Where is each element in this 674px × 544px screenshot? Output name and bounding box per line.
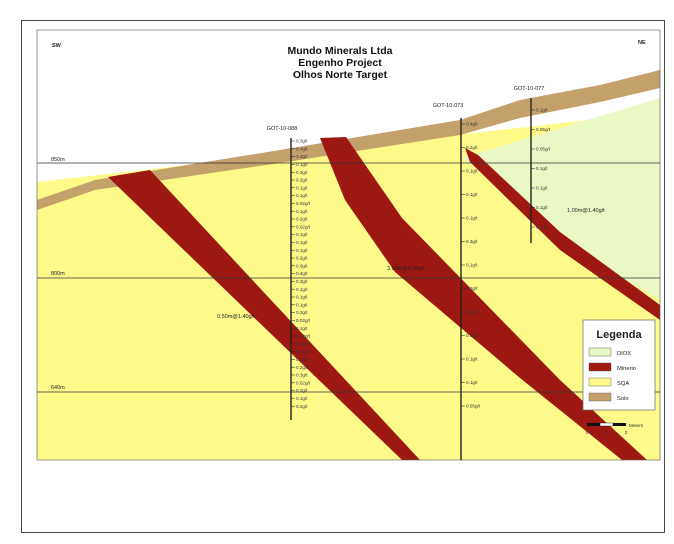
ore-body-2 xyxy=(320,137,647,460)
assay-label: 0.1g/t xyxy=(466,216,478,221)
svg-text:Solo: Solo xyxy=(617,396,629,402)
intercept-label: 3.00m@0.00g/t xyxy=(387,266,425,272)
assay-label: 0.1g/t xyxy=(536,205,548,210)
assay-label: 0.02g/t xyxy=(296,380,311,385)
svg-text:SQA: SQA xyxy=(617,381,629,387)
drill-hole-label: GOT-10-073 xyxy=(433,103,464,109)
scale-unit: Meters xyxy=(629,423,644,428)
assay-label: 0.2g/t xyxy=(466,286,478,291)
intercept-label: 0.50m@1.40g/t xyxy=(217,314,255,320)
assay-label: 0.1g/t xyxy=(296,326,308,331)
svg-text:1: 1 xyxy=(605,430,608,435)
assay-label: 0.2g/t xyxy=(296,217,308,222)
assay-label: 0.1g/t xyxy=(296,240,308,245)
assay-label: 0.1g/t xyxy=(296,295,308,300)
title-line2: Engenho Project xyxy=(298,57,382,69)
assay-label: 0.2g/t xyxy=(296,178,308,183)
assay-label: 0.3g/t xyxy=(296,373,308,378)
assay-label: 0.3g/t xyxy=(296,263,308,268)
legend-item-sqa: SQA xyxy=(588,377,629,387)
assay-label: 0.1g/t xyxy=(466,380,478,385)
assay-label: 0.3g/t xyxy=(296,279,308,284)
assay-label: 0.3g/t xyxy=(296,170,308,175)
assay-label: 0.02g/t xyxy=(296,201,311,206)
assay-label: 0.05g/t xyxy=(466,404,481,409)
legend-item-solo: Solo xyxy=(588,392,629,402)
assay-label: 0.1g/t xyxy=(296,185,308,190)
assay-label: 0.1g/t xyxy=(296,248,308,253)
assay-label: 0.1g/t xyxy=(466,310,478,315)
assay-label: 0.1g/t xyxy=(296,302,308,307)
diox-unit xyxy=(462,98,660,300)
assay-label: 0.4g/t xyxy=(466,122,478,127)
svg-text:2: 2 xyxy=(625,430,628,435)
assay-label: 0.2g/t xyxy=(466,145,478,150)
sqa-unit xyxy=(37,112,660,460)
solo-unit xyxy=(37,70,660,210)
assay-label: 0.2g/t xyxy=(296,388,308,393)
intercept-label: 1.00m@1.40g/t xyxy=(567,208,605,214)
assay-label: 0.1g/t xyxy=(466,192,478,197)
elevation-label-850: 850m xyxy=(51,157,65,163)
assay-label: 0.2g/t xyxy=(296,404,308,409)
assay-label: 0.1g/t xyxy=(536,108,548,113)
section-border xyxy=(36,29,661,461)
assay-label: 0.3g/t xyxy=(536,225,548,230)
assay-label: 0.1g/t xyxy=(466,169,478,174)
drill-hole-got-10-073: GOT-10-073 0.4g/t 0.2g/t 0.1g/t 0.1g/t 0.1g/… xyxy=(433,103,481,460)
assay-label: 0.02g/t xyxy=(296,341,311,346)
legend-item-diox: DIOX xyxy=(588,347,631,357)
assay-label: 0.1g/t xyxy=(296,287,308,292)
assay-label: 0.3g/t xyxy=(296,139,308,144)
title-line1: Mundo Minerals Ltda xyxy=(288,45,393,57)
assay-label: 0.1g/t xyxy=(296,193,308,198)
assay-label: 0.1g/t xyxy=(466,333,478,338)
assay-label: 0.02g/t xyxy=(296,318,311,323)
assay-label: 0.1g/t xyxy=(466,263,478,268)
svg-text:0: 0 xyxy=(586,430,589,435)
assay-label: 0.1g/t xyxy=(536,166,548,171)
elevation-label-800: 800m xyxy=(51,271,65,277)
assay-label: 0.1g/t xyxy=(536,186,548,191)
assay-label: 0.2g/t xyxy=(296,256,308,261)
assay-label: 3.4g/t xyxy=(296,154,308,159)
assay-label: 0.4g/t xyxy=(296,146,308,151)
assay-label: 0.2g/t xyxy=(296,365,308,370)
drill-hole-label: GOT-10-088 xyxy=(267,126,298,132)
assay-label: 0.05g/t xyxy=(536,147,551,152)
assay-label: 0.02g/t xyxy=(296,224,311,229)
assay-label: 0.1g/t xyxy=(466,357,478,362)
legend: Legenda DIOX Minerio SQA Solo xyxy=(582,319,656,411)
title-line3: Olhos Norte Target xyxy=(293,69,388,81)
assay-label: 0.1g/t xyxy=(296,232,308,237)
drill-hole-got-10-077: GOT-10-077 0.1g/t 0.05g/t 0.05g/t 0.1g/t 0.1… xyxy=(514,86,551,243)
svg-text:Minerio: Minerio xyxy=(617,366,636,372)
assay-label: 0.2g/t xyxy=(296,310,308,315)
legend-item-minerio: Minerio xyxy=(588,362,636,372)
elevation-label-640: 640m xyxy=(51,385,65,391)
ore-body-1 xyxy=(108,170,420,460)
assay-label: 0.02g/t xyxy=(296,349,311,354)
assay-label: 0.1g/t xyxy=(296,396,308,401)
assay-label: 0.1g/t xyxy=(296,162,308,167)
assay-label: 0.4g/t xyxy=(296,271,308,276)
assay-label: 0.02g/t xyxy=(296,334,311,339)
assay-label: 0.05g/t xyxy=(536,127,551,132)
assay-label: 0.1g/t xyxy=(296,209,308,214)
assay-label: 0.3g/t xyxy=(466,239,478,244)
orientation-left: SW xyxy=(52,43,62,49)
figure-frame xyxy=(21,20,665,533)
svg-text:DIOX: DIOX xyxy=(617,351,631,357)
drill-hole-label: GOT-10-077 xyxy=(514,86,545,92)
assay-label: 0.1g/t xyxy=(296,357,308,362)
drill-hole-got-10-088: GOT-10-088 0.3g/t 0.4g/t 3.4g/t 0.1g/t 0.3g/… xyxy=(267,126,311,420)
legend-title: Legenda xyxy=(596,329,642,341)
ore-body-3 xyxy=(465,148,660,320)
orientation-right: NE xyxy=(638,40,646,46)
scale-bar: Meters 0 1 2 xyxy=(586,422,644,435)
